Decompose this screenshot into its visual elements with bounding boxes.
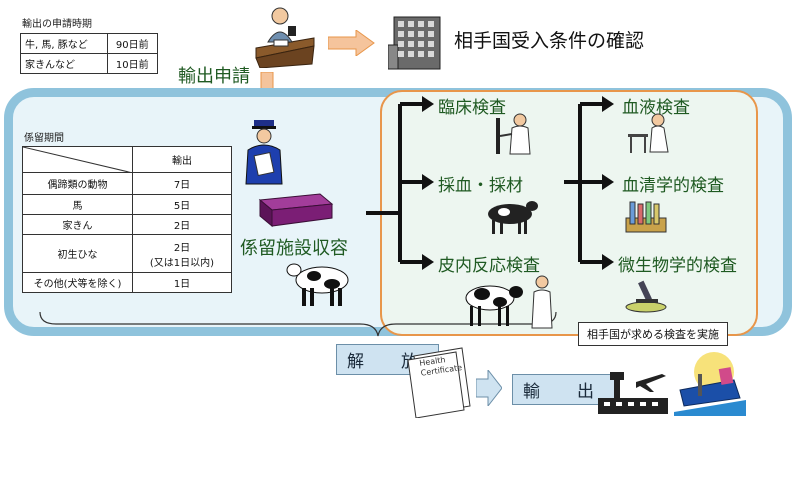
airport-icon bbox=[598, 372, 668, 414]
inspection-serology: 血清学的検査 bbox=[622, 176, 724, 196]
building-icon bbox=[388, 16, 441, 70]
table-row: その他(犬等を除く) 1日 bbox=[22, 272, 232, 293]
table-cell: 初生ひな bbox=[22, 234, 133, 273]
inspection-area bbox=[380, 90, 758, 336]
cow-icon bbox=[286, 263, 349, 306]
application-table: 牛, 馬, 豚など 90日前 家きんなど 10日前 bbox=[20, 33, 159, 74]
period-value: 2日 bbox=[173, 242, 191, 254]
microscope-icon bbox=[625, 280, 667, 313]
cow-icon bbox=[488, 201, 538, 234]
table-cell: 2日 (又は1日以内) bbox=[132, 234, 232, 273]
test-tube-rack-icon bbox=[625, 201, 667, 233]
table-row: 初生ひな 2日 (又は1日以内) bbox=[22, 234, 232, 273]
table-cell: 1日 bbox=[132, 272, 232, 293]
inspection-sampling: 採血・採材 bbox=[438, 176, 523, 196]
arrow-right-icon bbox=[328, 30, 375, 56]
export-step: 輸 出 bbox=[512, 374, 615, 405]
facility-label: 係留施設収容 bbox=[240, 238, 348, 259]
inspection-intradermal: 皮内反応検査 bbox=[438, 256, 540, 276]
table-row: 牛, 馬, 豚など 90日前 bbox=[20, 33, 159, 54]
diagonal-line bbox=[23, 147, 133, 173]
person-desk-icon bbox=[255, 7, 315, 68]
lab-worker-icon bbox=[628, 113, 669, 153]
inspection-blood: 血液検査 bbox=[622, 98, 690, 118]
officer-icon bbox=[245, 120, 283, 185]
certificate-icon bbox=[407, 347, 471, 418]
inspection-note: 相手国が求める検査を実施 bbox=[578, 322, 728, 346]
table-cell: 家きんなど bbox=[20, 53, 108, 74]
facility-icon bbox=[258, 193, 334, 228]
table-cell: 10日前 bbox=[106, 53, 159, 74]
table-row: 家きんなど 10日前 bbox=[20, 53, 159, 74]
arrow-right-icon bbox=[476, 370, 502, 406]
retention-table: 輸出 偶蹄類の動物 7日 馬 5日 家きん 2日 初生ひな 2日 (又は1日以内… bbox=[22, 146, 232, 293]
table-row: 輸出 bbox=[22, 146, 232, 173]
table-header: 輸出 bbox=[132, 146, 232, 173]
cow-vet-icon bbox=[465, 275, 553, 329]
inspection-microbiology: 微生物学的検査 bbox=[618, 256, 737, 276]
application-table-caption: 輸出の申請時期 bbox=[22, 19, 92, 30]
export-application-label: 輸出申請 bbox=[178, 66, 250, 87]
table-cell bbox=[22, 146, 133, 173]
ship-icon bbox=[674, 352, 746, 416]
veterinarian-icon bbox=[496, 113, 531, 155]
confirm-conditions-label: 相手国受入条件の確認 bbox=[454, 30, 645, 52]
inspection-clinical: 臨床検査 bbox=[438, 98, 506, 118]
retention-table-caption: 係留期間 bbox=[24, 133, 64, 144]
period-note: (又は1日以内) bbox=[149, 257, 215, 269]
